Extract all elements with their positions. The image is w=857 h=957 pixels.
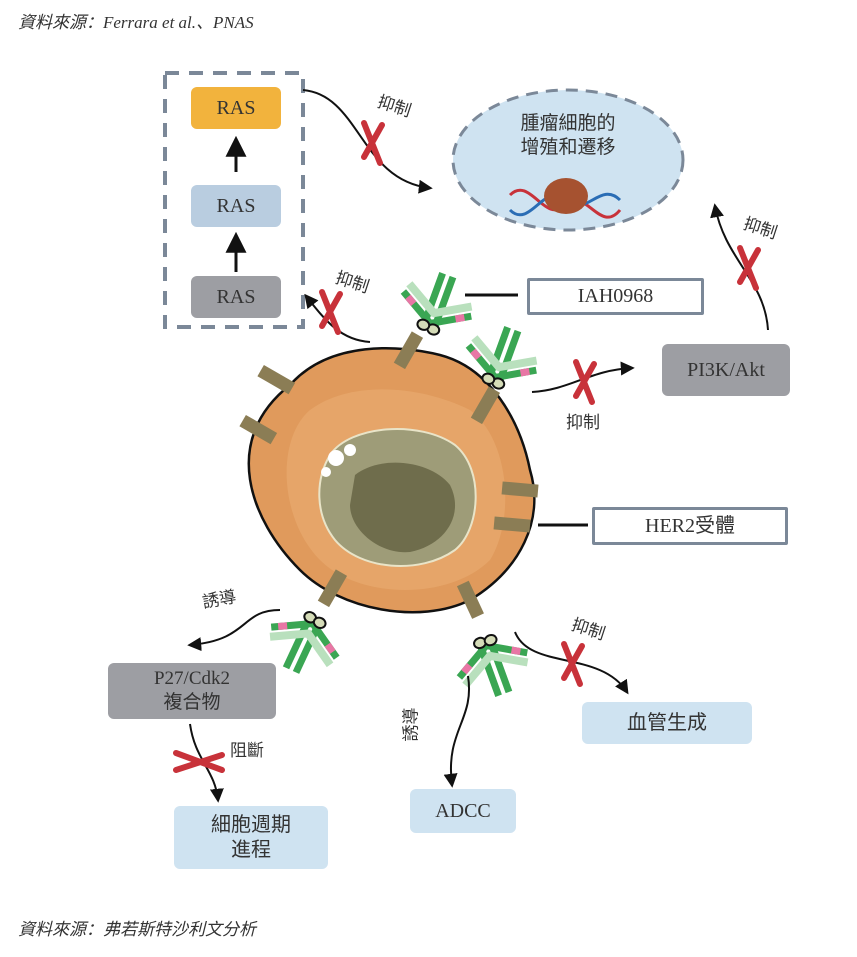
cell-cycle-box: 細胞週期 進程: [174, 806, 328, 869]
source-caption-top: 資料來源：Ferrara et al.、PNAS: [18, 13, 254, 32]
cell-cycle-line2: 進程: [231, 838, 271, 861]
source-caption-bottom: 資料來源：弗若斯特沙利文分析: [18, 920, 256, 939]
inhibit-cross-icon: [576, 362, 594, 402]
ras-box-active: RAS: [191, 87, 281, 129]
tumor-target-line2: 增殖和遷移: [520, 137, 616, 158]
tumor-target-line1: 腫瘤細胞的: [520, 113, 616, 135]
label-block-cell-cycle: 阻斷: [230, 741, 264, 760]
inhibit-cross-icon: [364, 123, 382, 163]
tumor-cell: [247, 346, 536, 614]
her2-receptors: [239, 331, 539, 619]
dna-icon: [508, 178, 622, 219]
arrow-to-angiogenesis: [514, 631, 629, 695]
ras-frame: [163, 71, 305, 329]
arrow-to-p27: [187, 609, 281, 652]
ras-box-inactive: RAS: [191, 276, 281, 318]
block-cross-icon: [173, 750, 225, 773]
tumor-target-label: 腫瘤細胞的 增殖和遷移: [480, 108, 656, 164]
p27-line2: 複合物: [163, 692, 221, 713]
label-inhibit-pi3k: 抑制: [566, 413, 600, 432]
arrow-ras-to-tumor: [302, 89, 433, 194]
drug-label-box: IAH0968: [527, 278, 704, 315]
pi3k-akt-box: PI3K/Akt: [662, 344, 790, 396]
adcc-box: ADCC: [410, 789, 516, 833]
antibody-icon: [444, 621, 543, 709]
cell-cycle-line1: 細胞週期: [211, 813, 291, 836]
p27-line1: P27/Cdk2: [153, 668, 231, 690]
p27-cdk2-box: P27/Cdk2 複合物: [108, 663, 276, 719]
label-induce-adcc: 誘導: [401, 707, 421, 742]
ras-box-mid: RAS: [191, 185, 281, 227]
antibody-icon: [388, 260, 487, 348]
her2-receptor-box: HER2受體: [592, 507, 788, 545]
arrow-to-adcc: [443, 675, 471, 788]
angiogenesis-box: 血管生成: [582, 702, 752, 744]
